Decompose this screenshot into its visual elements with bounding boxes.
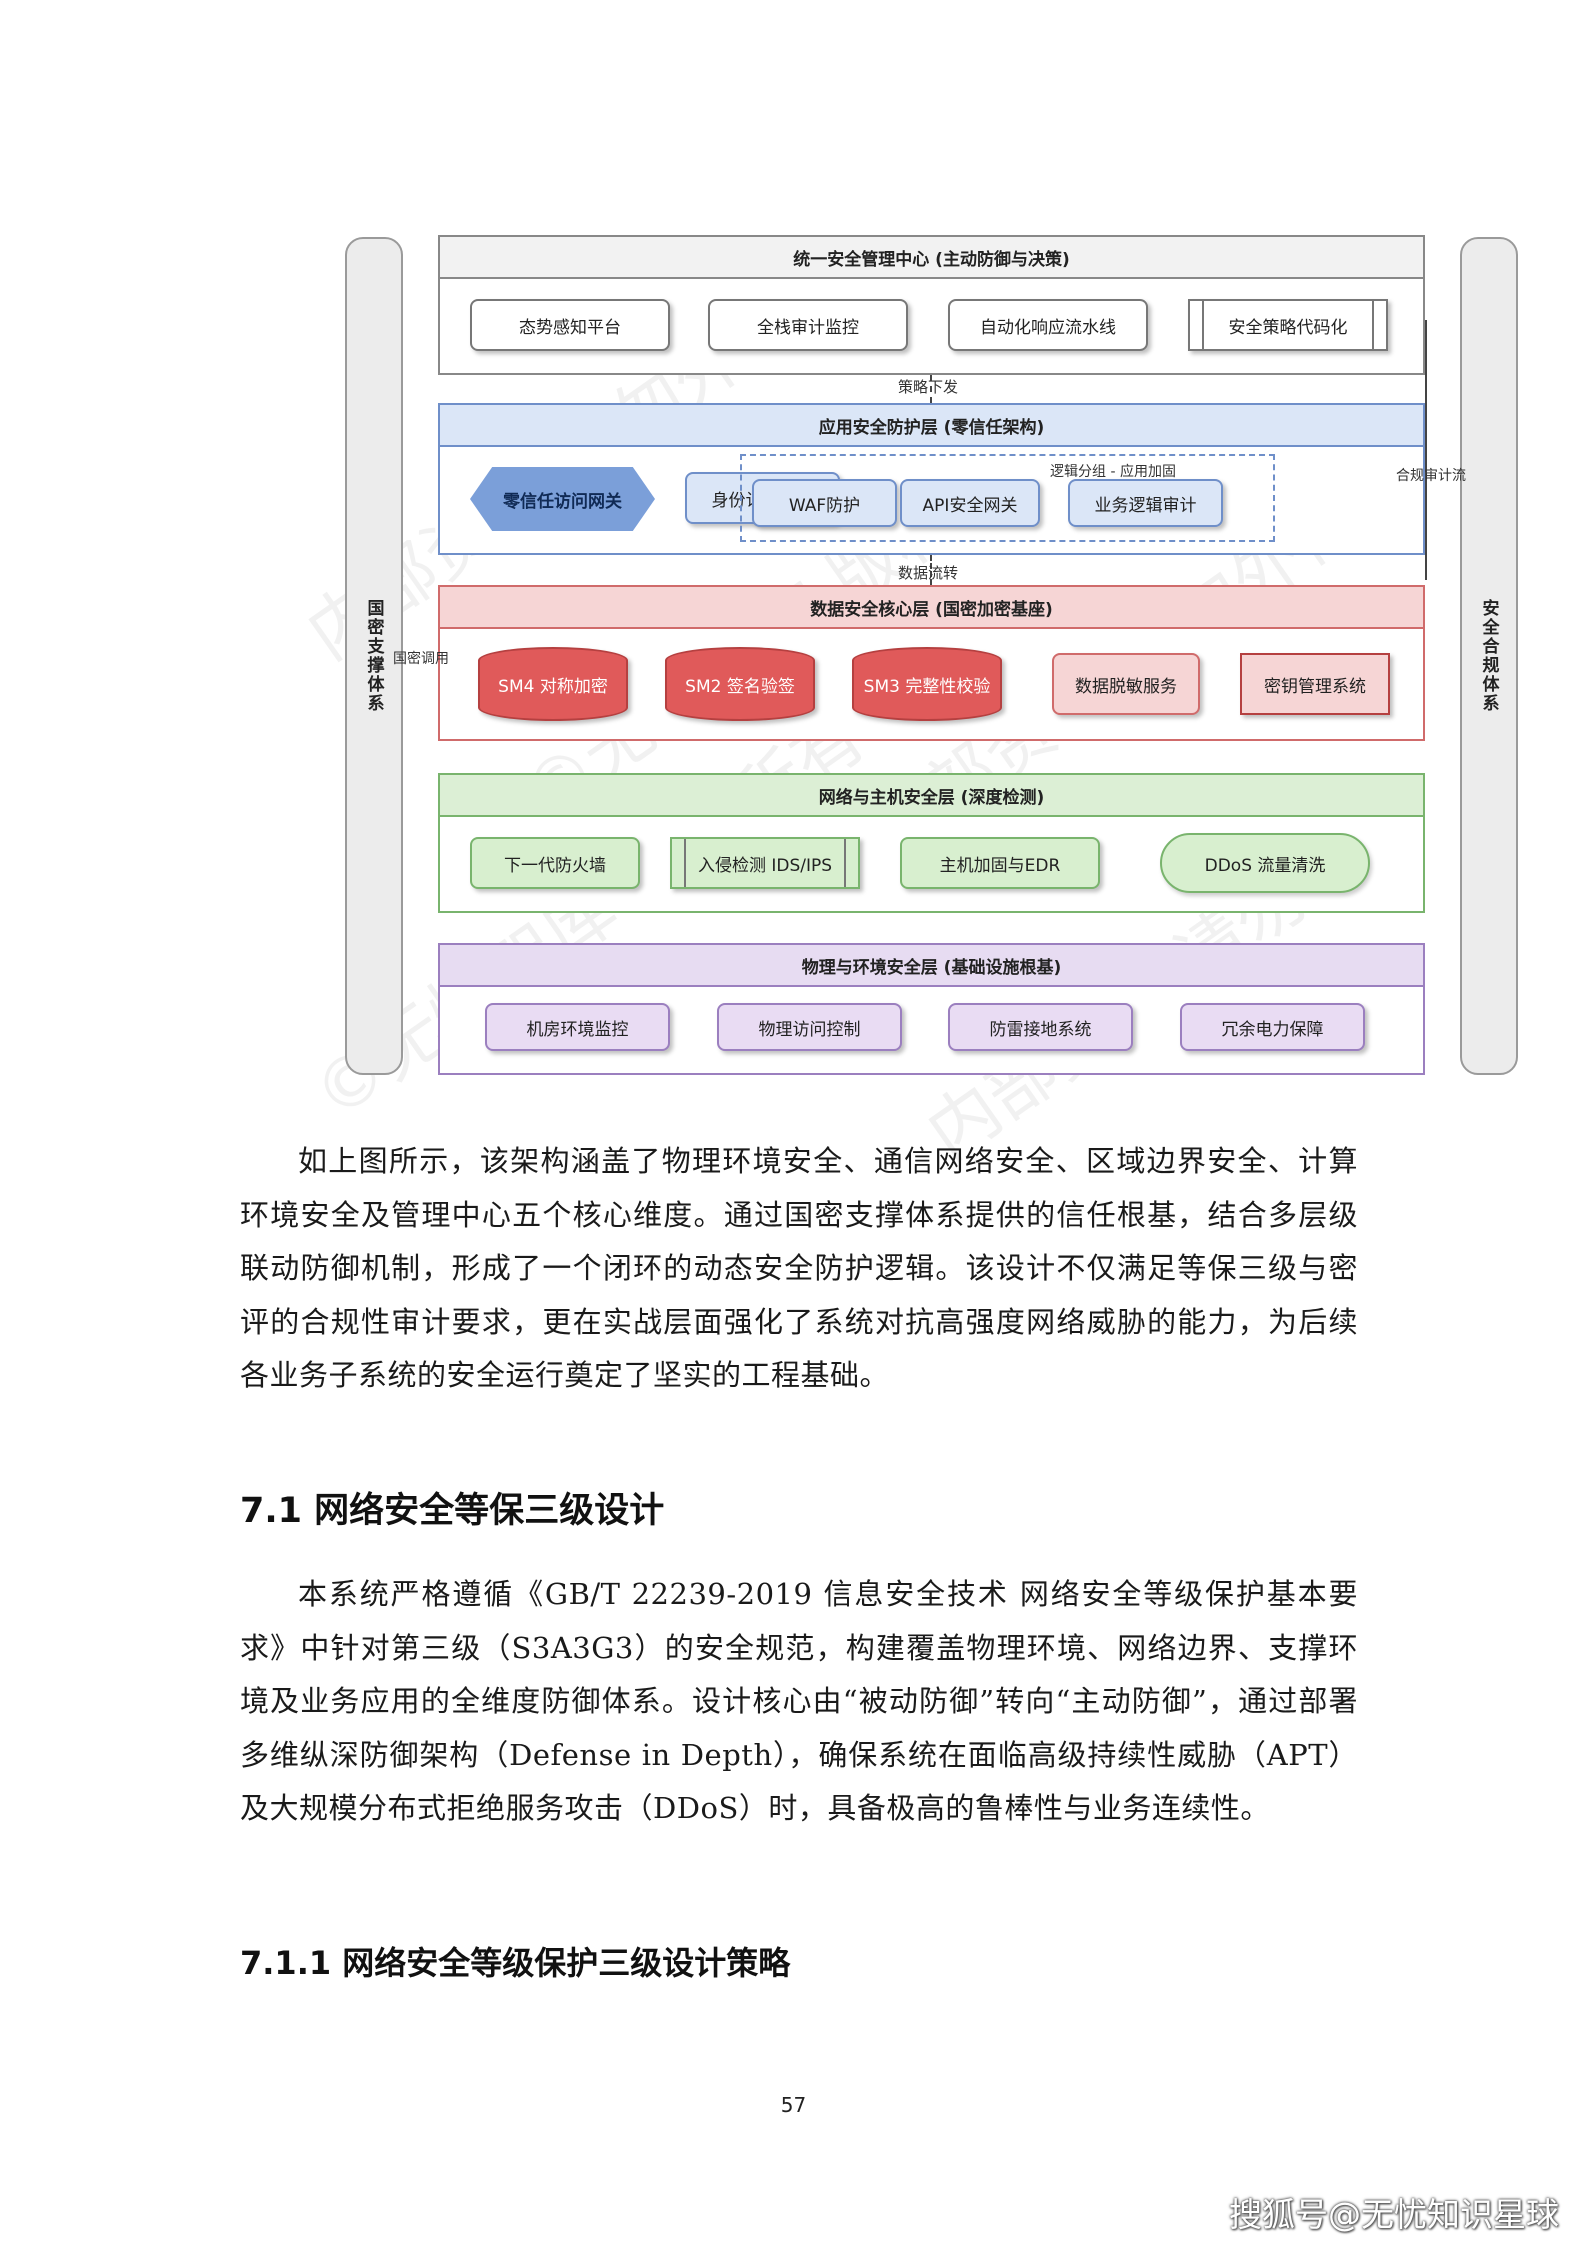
layer-physical: 物理与环境安全层 (基础设施根基) 机房环境监控 物理访问控制 防雷接地系统 冗… <box>438 943 1425 1075</box>
node-ids-ips: 入侵检测 IDS/IPS <box>670 837 860 889</box>
compliance-connector <box>1425 320 1427 580</box>
data-flow-label: 数据流转 <box>898 564 959 582</box>
node-business-audit: 业务逻辑审计 <box>1068 479 1223 527</box>
crypto-support-pillar: 国密支撑体系 <box>345 237 403 1075</box>
pillar-label: 国密支撑体系 <box>363 599 384 713</box>
node-key-management: 密钥管理系统 <box>1240 653 1390 715</box>
layer-title: 应用安全防护层 (零信任架构) <box>440 405 1423 447</box>
node-grounding: 防雷接地系统 <box>948 1003 1133 1051</box>
node-ddos-scrubbing: DDoS 流量清洗 <box>1160 833 1370 893</box>
node-waf: WAF防护 <box>752 479 897 527</box>
layer-title: 数据安全核心层 (国密加密基座) <box>440 587 1423 629</box>
flow-arrow <box>930 375 932 403</box>
node-firewall: 下一代防火墙 <box>470 837 640 889</box>
node-sm3: SM3 完整性校验 <box>852 647 1002 721</box>
crypto-call-label: 国密调用 <box>393 651 449 667</box>
layer-data: 数据安全核心层 (国密加密基座) SM4 对称加密 SM2 签名验签 SM3 完… <box>438 585 1425 741</box>
node-policy-as-code: 安全策略代码化 <box>1188 299 1388 351</box>
layer-title: 统一安全管理中心 (主动防御与决策) <box>440 237 1423 279</box>
subsection-heading-7-1-1: 7.1.1 网络安全等级保护三级设计策略 <box>240 1944 791 1982</box>
compliance-pillar: 安全合规体系 <box>1460 237 1518 1075</box>
node-situation-awareness: 态势感知平台 <box>470 299 670 351</box>
node-api-gateway: API安全网关 <box>900 479 1040 527</box>
layer-application: 应用安全防护层 (零信任架构) 零信任访问网关 身份认证中心 逻辑分组 - 应用… <box>438 403 1425 555</box>
node-audit-monitor: 全栈审计监控 <box>708 299 908 351</box>
paragraph-diagram-summary: 如上图所示，该架构涵盖了物理环境安全、通信网络安全、区域边界安全、计算环境安全及… <box>240 1144 1358 1392</box>
layer-title: 物理与环境安全层 (基础设施根基) <box>440 945 1423 987</box>
node-sm4: SM4 对称加密 <box>478 647 628 721</box>
app-hardening-group <box>740 454 1275 542</box>
page-number: 57 <box>780 2093 807 2117</box>
node-redundant-power: 冗余电力保障 <box>1180 1003 1365 1051</box>
node-auto-response: 自动化响应流水线 <box>948 299 1148 351</box>
node-access-control: 物理访问控制 <box>717 1003 902 1051</box>
layer-management: 统一安全管理中心 (主动防御与决策) 态势感知平台 全栈审计监控 自动化响应流水… <box>438 235 1425 375</box>
node-host-edr: 主机加固与EDR <box>900 837 1100 889</box>
architecture-diagram: 国密支撑体系 安全合规体系 统一安全管理中心 (主动防御与决策) 态势感知平台 … <box>330 225 1580 1095</box>
layer-network: 网络与主机安全层 (深度检测) 下一代防火墙 入侵检测 IDS/IPS 主机加固… <box>438 773 1425 913</box>
node-zero-trust-gateway: 零信任访问网关 <box>470 467 655 531</box>
policy-down-label: 策略下发 <box>898 378 959 396</box>
pillar-label: 安全合规体系 <box>1478 599 1499 713</box>
paragraph-section-7-1: 本系统严格遵循《GB/T 22239-2019 信息安全技术 网络安全等级保护基… <box>240 1577 1358 1825</box>
node-sm2: SM2 签名验签 <box>665 647 815 721</box>
layer-title: 网络与主机安全层 (深度检测) <box>440 775 1423 817</box>
section-heading-7-1: 7.1 网络安全等保三级设计 <box>240 1491 665 1531</box>
flow-arrow <box>930 555 932 585</box>
node-data-masking: 数据脱敏服务 <box>1052 653 1200 715</box>
node-room-monitor: 机房环境监控 <box>485 1003 670 1051</box>
group-label: 逻辑分组 - 应用加固 <box>1050 464 1176 480</box>
source-watermark: 搜狐号@无忧知识星球 <box>1229 2195 1559 2234</box>
compliance-flow-label: 合规审计流 <box>1396 468 1466 484</box>
